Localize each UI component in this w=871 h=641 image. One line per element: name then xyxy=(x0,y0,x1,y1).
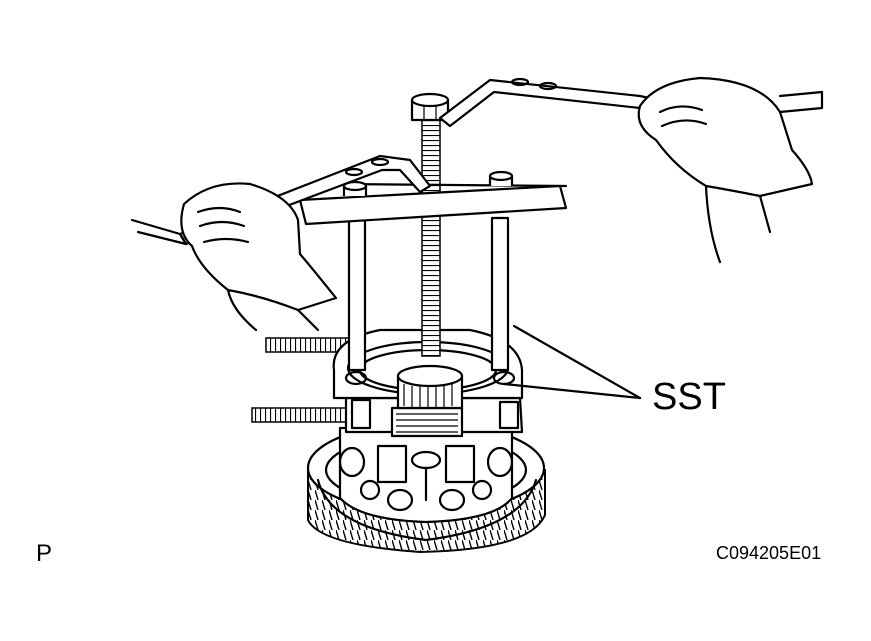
corner-mark: P xyxy=(36,540,53,567)
lower-jaw-plate xyxy=(251,396,524,438)
puller-legs xyxy=(347,216,510,372)
left-hand xyxy=(180,182,338,332)
center-screw xyxy=(410,92,450,357)
sst-callout-label: SST xyxy=(652,376,726,418)
figure-code: C094205E01 xyxy=(716,543,822,563)
differential-case xyxy=(338,426,514,524)
sst-leader-lines xyxy=(502,324,642,400)
right-hand xyxy=(637,76,814,264)
bearing-and-upper-jaw xyxy=(265,328,524,410)
